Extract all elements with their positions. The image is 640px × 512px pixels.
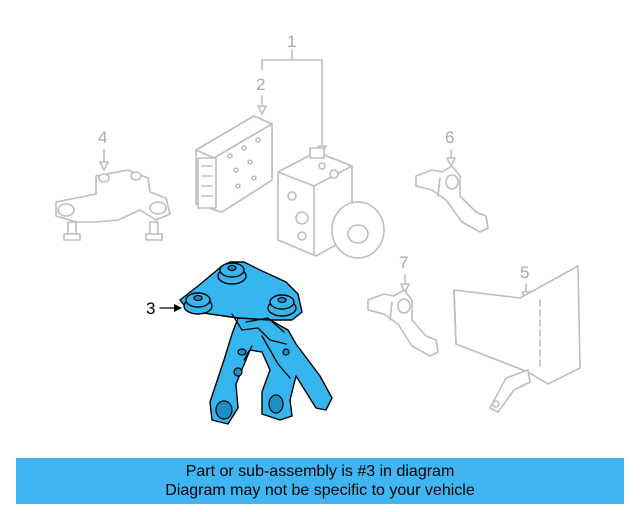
callout-7-label: 7	[399, 253, 408, 272]
abs-control-module	[195, 115, 273, 213]
highlighted-bracket	[179, 261, 333, 425]
callout-2-label: 2	[256, 75, 265, 94]
callout-6-leader	[446, 149, 456, 167]
banner-line-2: Diagram may not be specific to your vehi…	[165, 482, 475, 499]
callout-3-leader	[159, 304, 182, 312]
callout-5-label: 5	[520, 263, 529, 282]
module-cover	[453, 265, 581, 413]
callout-7-leader	[400, 274, 410, 293]
callout-2-leader	[257, 95, 267, 115]
abs-hydraulic-unit	[277, 147, 385, 259]
callout-1-label: 1	[287, 32, 296, 51]
callout-4-label: 4	[98, 128, 107, 147]
callout-4-leader	[99, 149, 109, 171]
parts-diagram: 1 2 4	[55, 32, 581, 425]
wheel-speed-sensor-upper	[415, 165, 489, 233]
callout-3-label: 3	[146, 299, 155, 318]
module-bracket	[55, 169, 171, 241]
banner-line-1: Part or sub-assembly is #3 in diagram	[185, 463, 455, 480]
callout-6-label: 6	[445, 128, 454, 147]
wheel-speed-sensor-lower	[367, 289, 439, 357]
info-banner: Part or sub-assembly is #3 in diagram Di…	[16, 458, 624, 504]
